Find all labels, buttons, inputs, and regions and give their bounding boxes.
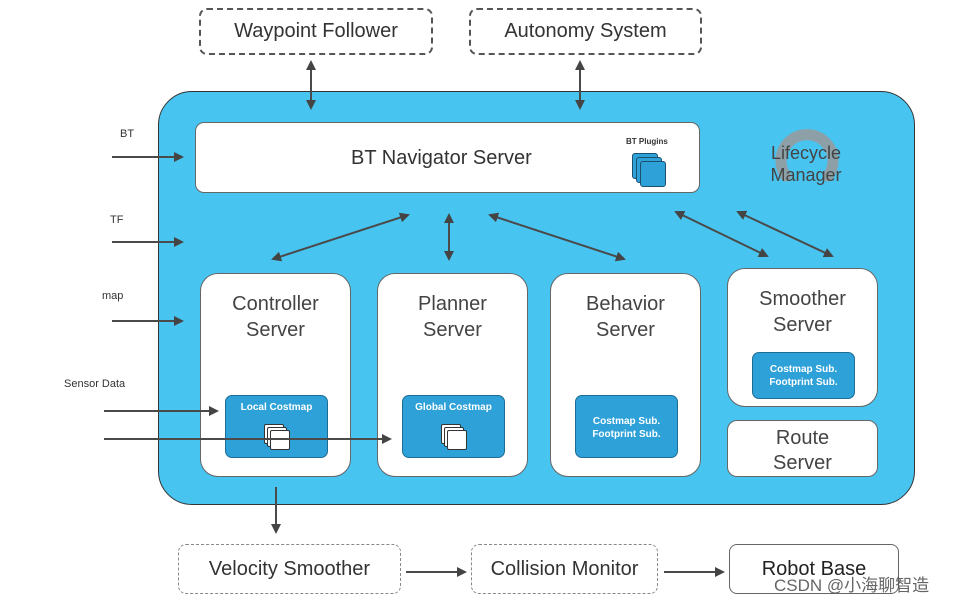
- input-label-sensor-data: Sensor Data: [64, 378, 126, 390]
- robot-base-label: Robot Base: [761, 557, 867, 580]
- local-costmap-label: Local Costmap: [240, 402, 313, 413]
- bt-plugins-stack-icon: [632, 153, 668, 189]
- controller-server-title-1: Controller: [232, 293, 319, 315]
- planner-server-box: Planner Server Global Costmap: [377, 273, 528, 477]
- bt-navigator-server-box: BT Navigator Server BT Plugins: [195, 122, 700, 193]
- smoother-server-box: Smoother Server Costmap Sub. Footprint S…: [727, 268, 878, 407]
- smoother-server-title-2: Server: [773, 314, 832, 336]
- velocity-smoother-label: Velocity Smoother: [208, 557, 371, 580]
- collision-monitor-box: Collision Monitor: [471, 544, 658, 594]
- behavior-footprint-sub-label: Footprint Sub.: [592, 429, 661, 440]
- robot-base-box: Robot Base: [729, 544, 899, 594]
- waypoint-follower-label: Waypoint Follower: [234, 20, 398, 42]
- behavior-server-title-2: Server: [596, 319, 655, 341]
- autonomy-system-label: Autonomy System: [504, 20, 667, 42]
- velocity-smoother-box: Velocity Smoother: [178, 544, 401, 594]
- input-label-tf: TF: [110, 214, 124, 226]
- bt-plugins-label: BT Plugins: [626, 137, 668, 146]
- planner-server-title-2: Server: [423, 319, 482, 341]
- lifecycle-manager-label: Lifecycle Manager: [762, 142, 850, 186]
- input-label-bt: BT: [120, 128, 135, 140]
- behavior-costmap-sub-label: Costmap Sub.: [592, 416, 661, 427]
- autonomy-system-box: Autonomy System: [469, 8, 702, 55]
- planner-server-title-1: Planner: [418, 293, 487, 315]
- global-costmap-label: Global Costmap: [415, 402, 492, 413]
- input-label-map: map: [102, 290, 124, 302]
- smoother-costmap-sub-label: Costmap Sub.: [769, 364, 838, 375]
- smoother-server-title-1: Smoother: [759, 288, 846, 310]
- route-server-title-2: Server: [773, 452, 832, 474]
- collision-monitor-label: Collision Monitor: [490, 557, 639, 580]
- arrow-navigator-smoother-2: [736, 210, 834, 258]
- route-server-box: Route Server: [727, 420, 878, 477]
- global-costmap-layers-icon: [441, 424, 469, 452]
- behavior-subscriptions-box: Costmap Sub. Footprint Sub.: [575, 395, 678, 458]
- behavior-server-title-1: Behavior: [586, 293, 665, 315]
- route-server-title-1: Route: [775, 427, 830, 449]
- lifecycle-manager-icon: [770, 124, 844, 198]
- waypoint-follower-box: Waypoint Follower: [199, 8, 433, 55]
- arrow-navigator-behavior: [488, 212, 626, 262]
- global-costmap-box: Global Costmap: [402, 395, 505, 458]
- bt-navigator-server-title: BT Navigator Server: [351, 147, 532, 169]
- arrow-navigator-controller: [271, 212, 410, 262]
- smoother-footprint-sub-label: Footprint Sub.: [769, 377, 838, 388]
- behavior-server-box: Behavior Server Costmap Sub. Footprint S…: [550, 273, 701, 477]
- watermark-text: CSDN @小海聊智造: [774, 576, 930, 595]
- lifecycle-manager-line1: Lifecycle: [770, 143, 842, 163]
- controller-server-title-2: Server: [246, 319, 305, 341]
- lifecycle-manager-line2: Manager: [770, 165, 842, 185]
- smoother-subscriptions-box: Costmap Sub. Footprint Sub.: [752, 352, 855, 399]
